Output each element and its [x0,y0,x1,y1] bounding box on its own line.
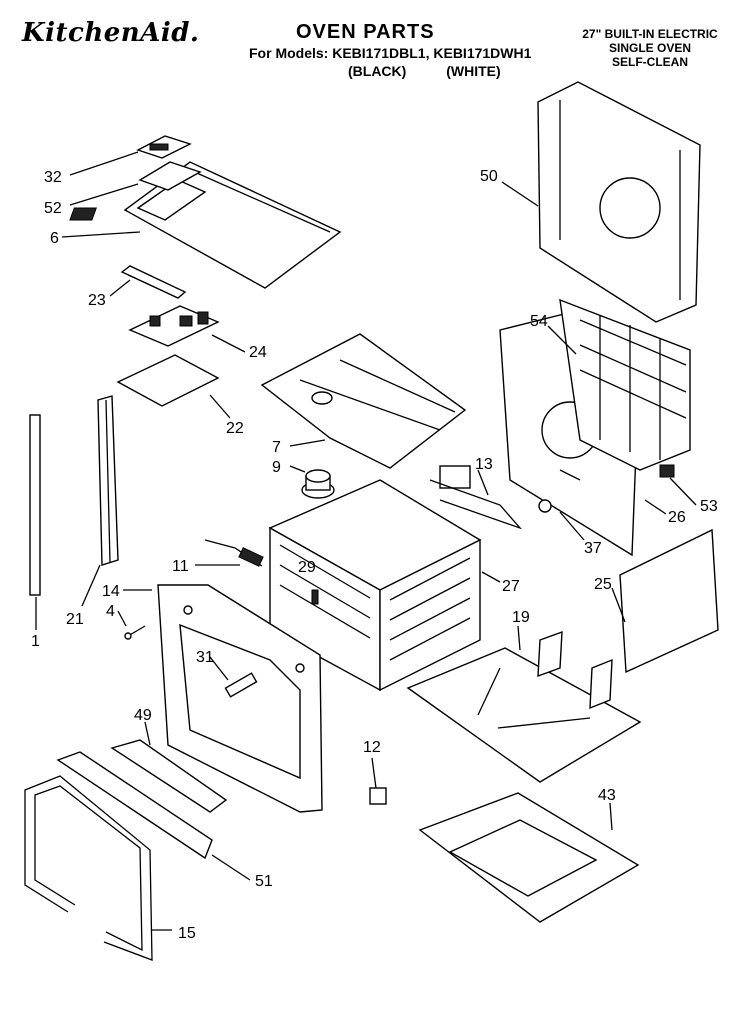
part-22-panel [116,354,220,407]
part-49-vent-trim [110,739,228,813]
oven-clean-line: SELF-CLEAN [612,55,688,69]
oven-description: 27" BUILT-IN ELECTRIC SINGLE OVEN SELF-C… [560,27,740,69]
part-23-bracket [120,265,187,299]
callout-4: 4 [106,603,115,620]
callout-6: 6 [50,230,59,247]
callout-22: 22 [226,420,244,437]
part-27-oven-cavity [268,479,482,692]
callout-52: 52 [44,200,62,217]
callout-21: 21 [66,611,84,628]
callout-27: 27 [502,578,520,595]
part-52-gasket [138,161,202,191]
callout-14: 14 [102,583,120,600]
part-12-hinge [369,787,387,805]
callout-19: 19 [512,609,530,626]
callout-37: 37 [584,540,602,557]
part-25-rear-panel [619,528,719,674]
callout-25: 25 [594,576,612,593]
part-54-insulation [559,298,691,471]
part-11-wire-harness [204,539,264,567]
callout-labels: 32 52 6 23 24 22 7 9 13 11 29 14 4 21 1 … [31,168,718,942]
part-21-side-trim [97,395,119,566]
callout-15: 15 [178,925,196,942]
part-4-screw [124,625,146,640]
part-31-light-socket [224,672,258,698]
part-37-thermostat [538,499,552,513]
part-7-oven-top-shield [260,333,467,469]
part-53-switch [659,464,675,478]
callout-49: 49 [134,707,152,724]
callout-53: 53 [700,498,718,515]
callout-13: 13 [475,456,493,473]
kitchenaid-logo: KitchenAid. [22,18,200,48]
oven-type-line: 27" BUILT-IN ELECTRIC [582,27,718,41]
part-50-back-shield [537,81,701,323]
part-32-bracket [136,135,192,159]
callout-24: 24 [249,344,267,361]
callout-23: 23 [88,292,106,309]
color-white-label: (WHITE) [446,63,501,79]
page-title: OVEN PARTS [296,21,435,43]
model-colors: (BLACK) (WHITE) [348,63,501,79]
callout-1: 1 [31,633,40,650]
callout-12: 12 [363,739,381,756]
callout-51: 51 [255,873,273,890]
color-black-label: (BLACK) [348,63,407,79]
part-13-bake-element [429,465,523,530]
callout-54: 54 [530,313,548,330]
callout-50: 50 [480,168,498,185]
oven-config-line: SINGLE OVEN [608,41,691,55]
part-24-control-board [128,305,220,347]
callout-32: 32 [44,169,62,186]
callout-31: 31 [196,649,214,666]
callout-9: 9 [272,459,281,476]
part-1-side-trim [29,414,41,596]
callout-29: 29 [298,559,316,576]
part-51-door-trim [56,751,213,860]
part-43-broiler-pan [418,792,640,923]
part-6-top-panel [69,161,342,289]
model-numbers: For Models: KEBI171DBL1, KEBI171DWH1 [249,45,532,61]
part-19-bottom-panel [406,630,642,783]
part-15-door-gasket [24,775,153,961]
callout-11: 11 [172,558,189,575]
part-14-door-frame [157,584,323,813]
callout-26: 26 [668,509,686,526]
leader-lines [35,151,697,931]
part-29-sensor [311,589,319,605]
callout-7: 7 [272,439,281,456]
callout-43: 43 [598,787,616,804]
part-9-vent [301,469,335,499]
